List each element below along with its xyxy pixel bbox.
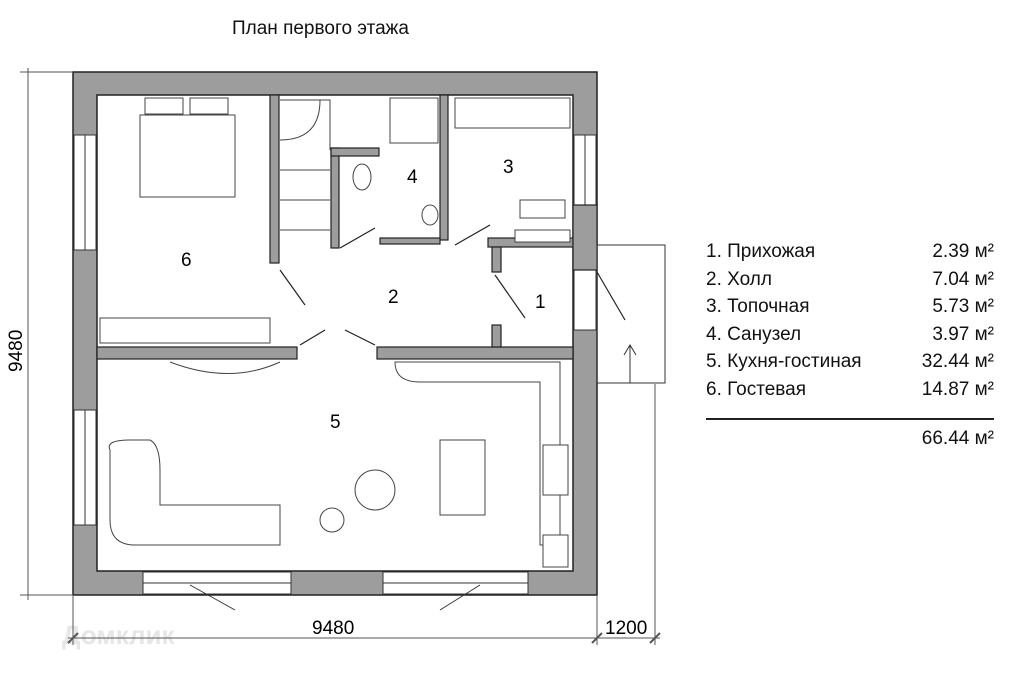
room-label-5: 5 bbox=[330, 412, 341, 433]
stairs bbox=[279, 99, 331, 150]
tv-unit bbox=[169, 361, 281, 374]
window-sills bbox=[84, 135, 586, 611]
legend-room-area: 14.87 м² bbox=[921, 378, 994, 400]
legend-room-name: 5. Кухня-гостиная bbox=[706, 351, 862, 372]
sink bbox=[421, 204, 439, 226]
legend-room-area: 7.04 м² bbox=[932, 268, 994, 290]
porch bbox=[596, 244, 666, 384]
legend-room-name: 3. Топочная bbox=[706, 296, 810, 317]
cabinet bbox=[454, 97, 571, 129]
room-label-2: 2 bbox=[388, 287, 399, 308]
outer-walls bbox=[72, 71, 598, 596]
legend-room-name: 1. Прихожая bbox=[706, 241, 816, 262]
legend-room-name: 6. Гостевая bbox=[706, 378, 807, 400]
wardrobe bbox=[99, 317, 271, 344]
fridge bbox=[542, 534, 569, 568]
dimension-lines bbox=[20, 68, 661, 645]
toilet bbox=[352, 163, 372, 191]
doors bbox=[279, 224, 626, 346]
sofa bbox=[108, 439, 281, 546]
boiler bbox=[519, 199, 566, 219]
armchair bbox=[354, 469, 396, 511]
legend-room-area: 3.97 м² bbox=[932, 323, 994, 345]
legend-room-area: 2.39 м² bbox=[932, 241, 994, 262]
interior-walls bbox=[96, 94, 598, 360]
dining-table bbox=[439, 439, 486, 516]
room-label-1: 1 bbox=[535, 292, 546, 313]
stove bbox=[542, 444, 569, 496]
room-label-4: 4 bbox=[407, 167, 418, 188]
room-label-3: 3 bbox=[503, 157, 514, 178]
total-area: 66.44 м² bbox=[921, 428, 994, 449]
legend-row: 3. Топочная 5.73 м² bbox=[706, 296, 994, 324]
width-dimension: 9480 bbox=[312, 618, 354, 639]
legend-row: 2. Холл 7.04 м² bbox=[706, 269, 994, 297]
shower bbox=[389, 97, 439, 144]
legend-room-name: 4. Санузел bbox=[706, 323, 802, 345]
legend-divider bbox=[706, 418, 994, 420]
porch-dimension: 1200 bbox=[605, 618, 647, 639]
height-dimension: 9480 bbox=[6, 330, 27, 372]
legend-row: 4. Санузел 3.97 м² bbox=[706, 324, 994, 352]
legend-room-area: 5.73 м² bbox=[932, 296, 994, 317]
legend-room-area: 32.44 м² bbox=[921, 351, 994, 372]
legend-row: 1. Прихожая 2.39 м² bbox=[706, 241, 994, 269]
legend-row: 5. Кухня-гостиная 32.44 м² bbox=[706, 351, 994, 379]
coffee-table bbox=[319, 507, 345, 533]
room-label-6: 6 bbox=[181, 250, 192, 271]
bed bbox=[139, 114, 236, 198]
room-labels: 1 2 3 4 5 6 bbox=[181, 157, 546, 433]
legend-row: 6. Гостевая 14.87 м² bbox=[706, 379, 994, 407]
furniture bbox=[99, 97, 571, 568]
legend-room-name: 2. Холл bbox=[706, 268, 772, 290]
watermark-logo: Домклик bbox=[62, 620, 175, 650]
plan-title: План первого этажа bbox=[232, 18, 409, 39]
room-legend: 1. Прихожая 2.39 м² 2. Холл 7.04 м² 3. Топ… bbox=[706, 241, 994, 450]
